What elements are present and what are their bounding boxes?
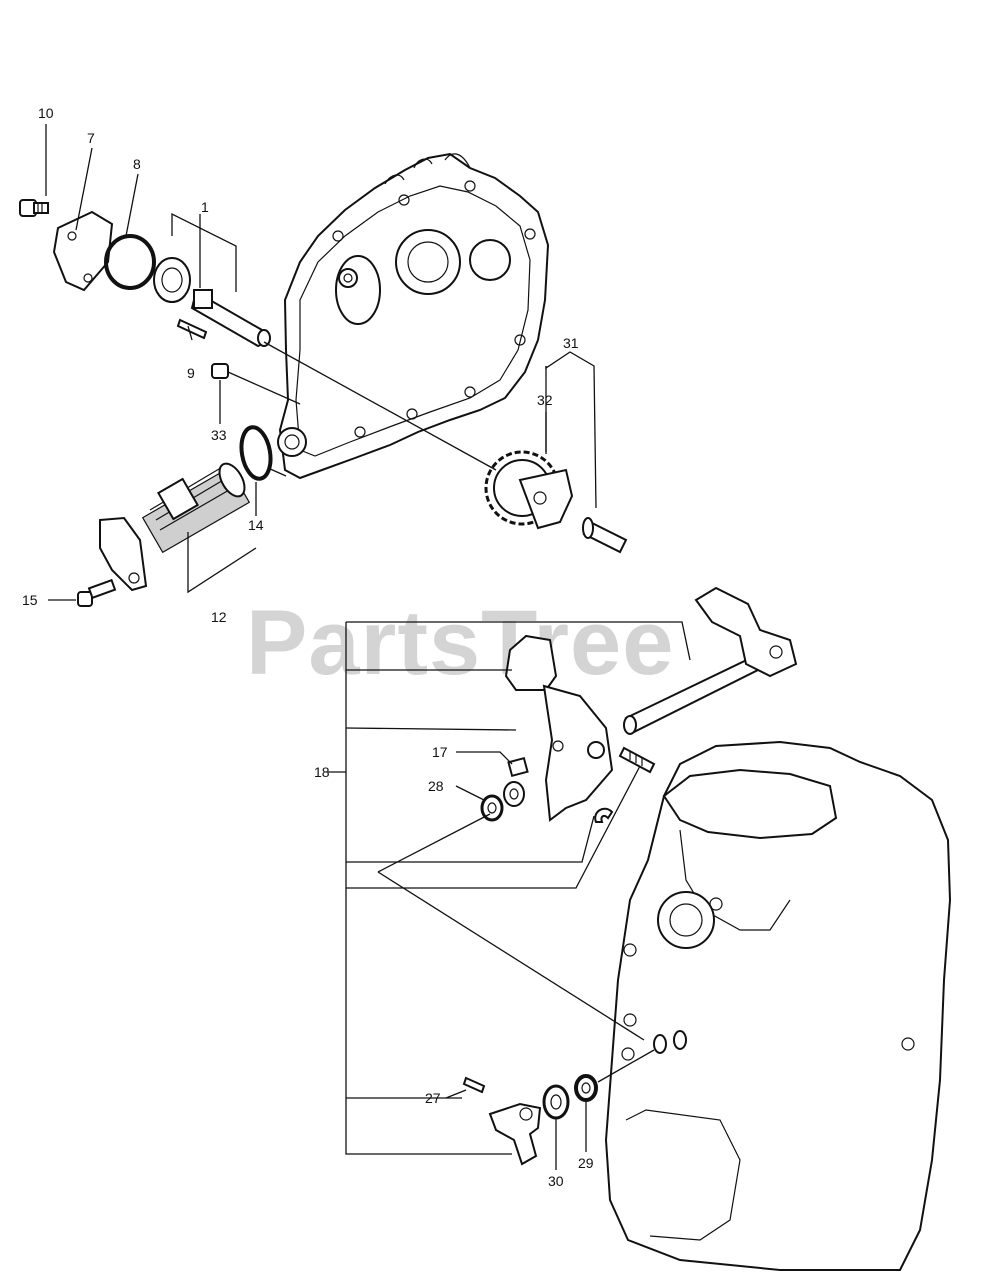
part-28-bushing bbox=[480, 794, 504, 822]
part-14-o-ring bbox=[239, 425, 273, 481]
callout-17: 17 bbox=[432, 744, 448, 760]
callout-14: 14 bbox=[248, 517, 264, 533]
crankcase-cover bbox=[277, 152, 550, 480]
part-1-oil-pump bbox=[153, 257, 271, 348]
callout-1: 1 bbox=[201, 199, 209, 215]
part-18-governor-plate bbox=[504, 634, 614, 822]
callout-32: 32 bbox=[537, 392, 553, 408]
callout-9: 9 bbox=[187, 365, 195, 381]
callout-10: 10 bbox=[38, 105, 54, 121]
callout-30: 30 bbox=[548, 1173, 564, 1189]
callout-12: 12 bbox=[211, 609, 227, 625]
callout-29: 29 bbox=[578, 1155, 594, 1171]
callout-31: 31 bbox=[563, 335, 579, 351]
part-29-seal bbox=[574, 1074, 598, 1102]
assembly-lines-top bbox=[227, 341, 497, 477]
callout-27: 27 bbox=[425, 1090, 441, 1106]
assembly-lines-bottom bbox=[45, 124, 691, 1170]
callout-8: 8 bbox=[133, 156, 141, 172]
watermark-text: PartsTree bbox=[246, 592, 674, 694]
part-8-o-ring bbox=[104, 234, 156, 290]
part-12-oil-filter bbox=[99, 462, 251, 592]
part-32-governor-gear bbox=[484, 450, 574, 530]
callout-7: 7 bbox=[87, 130, 95, 146]
callout-labels: 10 7 8 1 9 33 31 32 14 15 12 17 18 28 27… bbox=[22, 105, 594, 1189]
part-9-pin bbox=[176, 318, 208, 340]
part-33-plug bbox=[211, 363, 229, 379]
governor-shaft-assembly bbox=[623, 586, 798, 735]
part-30-washer bbox=[542, 1084, 570, 1120]
part-31-shaft bbox=[582, 517, 628, 554]
callout-15: 15 bbox=[22, 592, 38, 608]
engine-block bbox=[604, 740, 952, 1271]
part-27-governor-lever bbox=[462, 1076, 542, 1166]
governor-spring bbox=[618, 746, 656, 774]
part-7-cover-plate bbox=[52, 210, 114, 292]
washer-small bbox=[503, 781, 525, 807]
part-10-bolt bbox=[19, 199, 49, 217]
callout-18: 18 bbox=[314, 764, 330, 780]
snap-ring bbox=[594, 807, 614, 823]
callout-28: 28 bbox=[428, 778, 444, 794]
part-17-clip bbox=[507, 756, 529, 778]
callout-33: 33 bbox=[211, 427, 227, 443]
part-15-bolt bbox=[77, 578, 117, 607]
